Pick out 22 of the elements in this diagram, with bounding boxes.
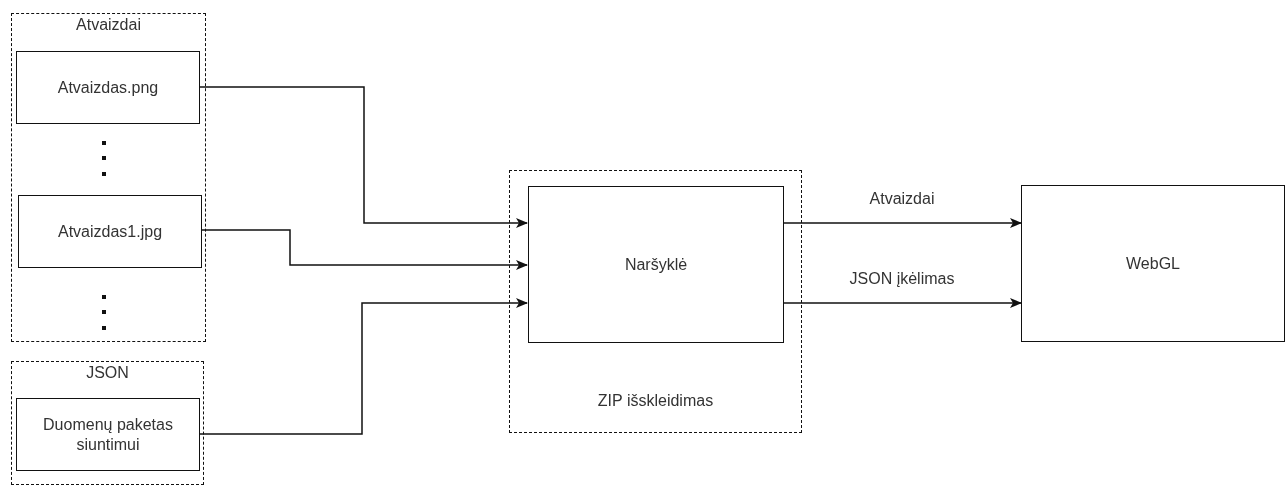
arrow (200, 229, 528, 270)
box-label: Naršyklė (623, 254, 689, 275)
arrow (782, 298, 1022, 308)
box-label: Atvaizdas1.jpg (56, 221, 164, 242)
box-label: Duomenų paketas siuntimui (42, 414, 174, 455)
process-box (18, 195, 202, 268)
group-title: ZIP išskleidimas (597, 392, 714, 410)
process-box (1021, 185, 1285, 342)
group-title: JSON (86, 364, 129, 382)
box-label: Atvaizdas.png (56, 77, 160, 98)
dashed-group-frame (509, 170, 802, 433)
arrow (198, 86, 528, 228)
edge-label: JSON įkėlimas (847, 270, 957, 288)
dashed-group-frame (11, 13, 206, 342)
arrow (782, 218, 1022, 228)
box-label: WebGL (1125, 253, 1181, 274)
arrow (198, 298, 528, 435)
dashed-group-frame (11, 361, 204, 485)
group-title: Atvaizdai (76, 16, 141, 34)
process-box (528, 186, 784, 343)
process-box (16, 398, 200, 471)
process-box (16, 51, 200, 124)
